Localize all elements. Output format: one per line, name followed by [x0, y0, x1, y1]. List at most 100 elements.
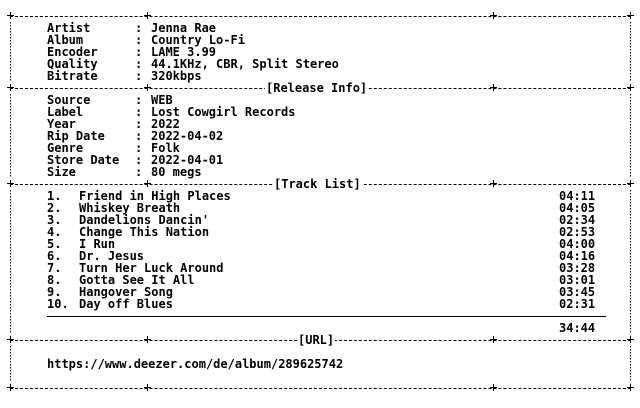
rule-plus-mark — [627, 336, 634, 343]
track-number: 8. — [47, 273, 62, 287]
track-title: Turn Her Luck Around — [79, 261, 224, 275]
info-value: 320kbps — [151, 69, 202, 83]
rule-plus-mark — [144, 180, 151, 187]
track-number: 10. — [47, 297, 69, 311]
box-border-bar — [630, 22, 631, 34]
url-row: https://www.deezer.com/de/album/28962574… — [4, 358, 636, 370]
separator-colon: : — [135, 129, 143, 143]
track-number: 7. — [47, 261, 62, 275]
separator-colon: : — [135, 33, 143, 47]
track-number: 6. — [47, 249, 62, 263]
release-value: 2022 — [151, 117, 180, 131]
track-title: Whiskey Breath — [79, 201, 181, 215]
bottom-border — [4, 382, 636, 394]
info-key: Encoder — [47, 45, 98, 59]
separator-colon: : — [135, 153, 143, 167]
rule-plus-mark — [144, 384, 151, 391]
box-border-bar — [10, 370, 11, 382]
separator-colon: : — [135, 165, 143, 179]
box-border-bar — [10, 190, 11, 202]
box-border-bar — [630, 202, 631, 214]
blank-line — [4, 370, 636, 382]
box-border-bar — [630, 262, 631, 274]
section-title: [URL] — [297, 333, 336, 347]
box-border-bar — [630, 370, 631, 382]
track-title: Dandelions Dancin' — [79, 213, 210, 227]
rule-plus-mark — [490, 384, 497, 391]
release-key: Rip Date — [47, 129, 105, 143]
rule-plus-mark — [144, 12, 151, 19]
info-key: Album — [47, 33, 84, 47]
rule-plus-mark — [627, 12, 634, 19]
release-key: Year — [47, 117, 76, 131]
box-border-bar — [10, 250, 11, 262]
release-value: 2022-04-02 — [151, 129, 224, 143]
track-time: 03:45 — [559, 285, 596, 299]
box-border-bar — [10, 214, 11, 226]
release-key: Size — [47, 165, 76, 179]
section-title: [Release Info] — [265, 81, 369, 95]
track-title: Day off Blues — [79, 297, 173, 311]
box-border-bar — [630, 106, 631, 118]
track-number: 1. — [47, 189, 62, 203]
box-border-bar — [630, 298, 631, 310]
total-rule — [47, 316, 606, 317]
box-border-bar — [10, 46, 11, 58]
separator-colon: : — [135, 141, 143, 155]
track-number: 5. — [47, 237, 62, 251]
rule-plus-mark — [7, 180, 14, 187]
track-time: 03:01 — [559, 273, 596, 287]
box-border-bar — [10, 58, 11, 70]
separator-colon: : — [135, 117, 143, 131]
info-value: Jenna Rae — [151, 21, 217, 35]
box-border-bar — [630, 250, 631, 262]
release-value: Lost Cowgirl Records — [151, 105, 296, 119]
rule-plus-mark — [7, 336, 14, 343]
total-time: 34:44 — [559, 321, 596, 335]
info-key: Quality — [47, 57, 98, 71]
top-border — [4, 10, 636, 22]
info-row: Quality:44.1KHz, CBR, Split Stereo — [4, 58, 636, 70]
release-value: 80 megs — [151, 165, 202, 179]
release-key: Source — [47, 93, 91, 107]
box-border-bar — [10, 106, 11, 118]
box-border-bar — [10, 358, 11, 370]
box-border-bar — [10, 22, 11, 34]
box-border-bar — [630, 154, 631, 166]
rule-plus-mark — [490, 12, 497, 19]
rule-plus-mark — [7, 12, 14, 19]
box-border-bar — [10, 154, 11, 166]
box-border-bar — [630, 70, 631, 82]
rule-plus-mark — [7, 84, 14, 91]
info-value: LAME 3.99 — [151, 45, 217, 59]
track-title: Gotta See It All — [79, 273, 195, 287]
info-key: Bitrate — [47, 69, 98, 83]
box-border-bar — [630, 94, 631, 106]
box-border-bar — [630, 118, 631, 130]
rule-line — [10, 388, 631, 389]
box-border-bar — [630, 130, 631, 142]
rule-plus-mark — [144, 84, 151, 91]
release-value: WEB — [151, 93, 173, 107]
box-border-bar — [630, 274, 631, 286]
rule-plus-mark — [627, 384, 634, 391]
box-border-bar — [10, 202, 11, 214]
track-title: Friend in High Places — [79, 189, 231, 203]
release-row: Genre:Folk — [4, 142, 636, 154]
track-time: 04:11 — [559, 189, 596, 203]
rule-plus-mark — [144, 336, 151, 343]
separator-colon: : — [135, 57, 143, 71]
box-border-bar — [630, 214, 631, 226]
box-border-bar — [630, 142, 631, 154]
track-time: 02:34 — [559, 213, 596, 227]
rule-line — [10, 16, 631, 17]
box-border-bar — [630, 58, 631, 70]
track-number: 4. — [47, 225, 62, 239]
track-number: 2. — [47, 201, 62, 215]
info-row: Album:Country Lo-Fi — [4, 34, 636, 46]
box-border-bar — [630, 286, 631, 298]
release-key: Store Date — [47, 153, 120, 167]
